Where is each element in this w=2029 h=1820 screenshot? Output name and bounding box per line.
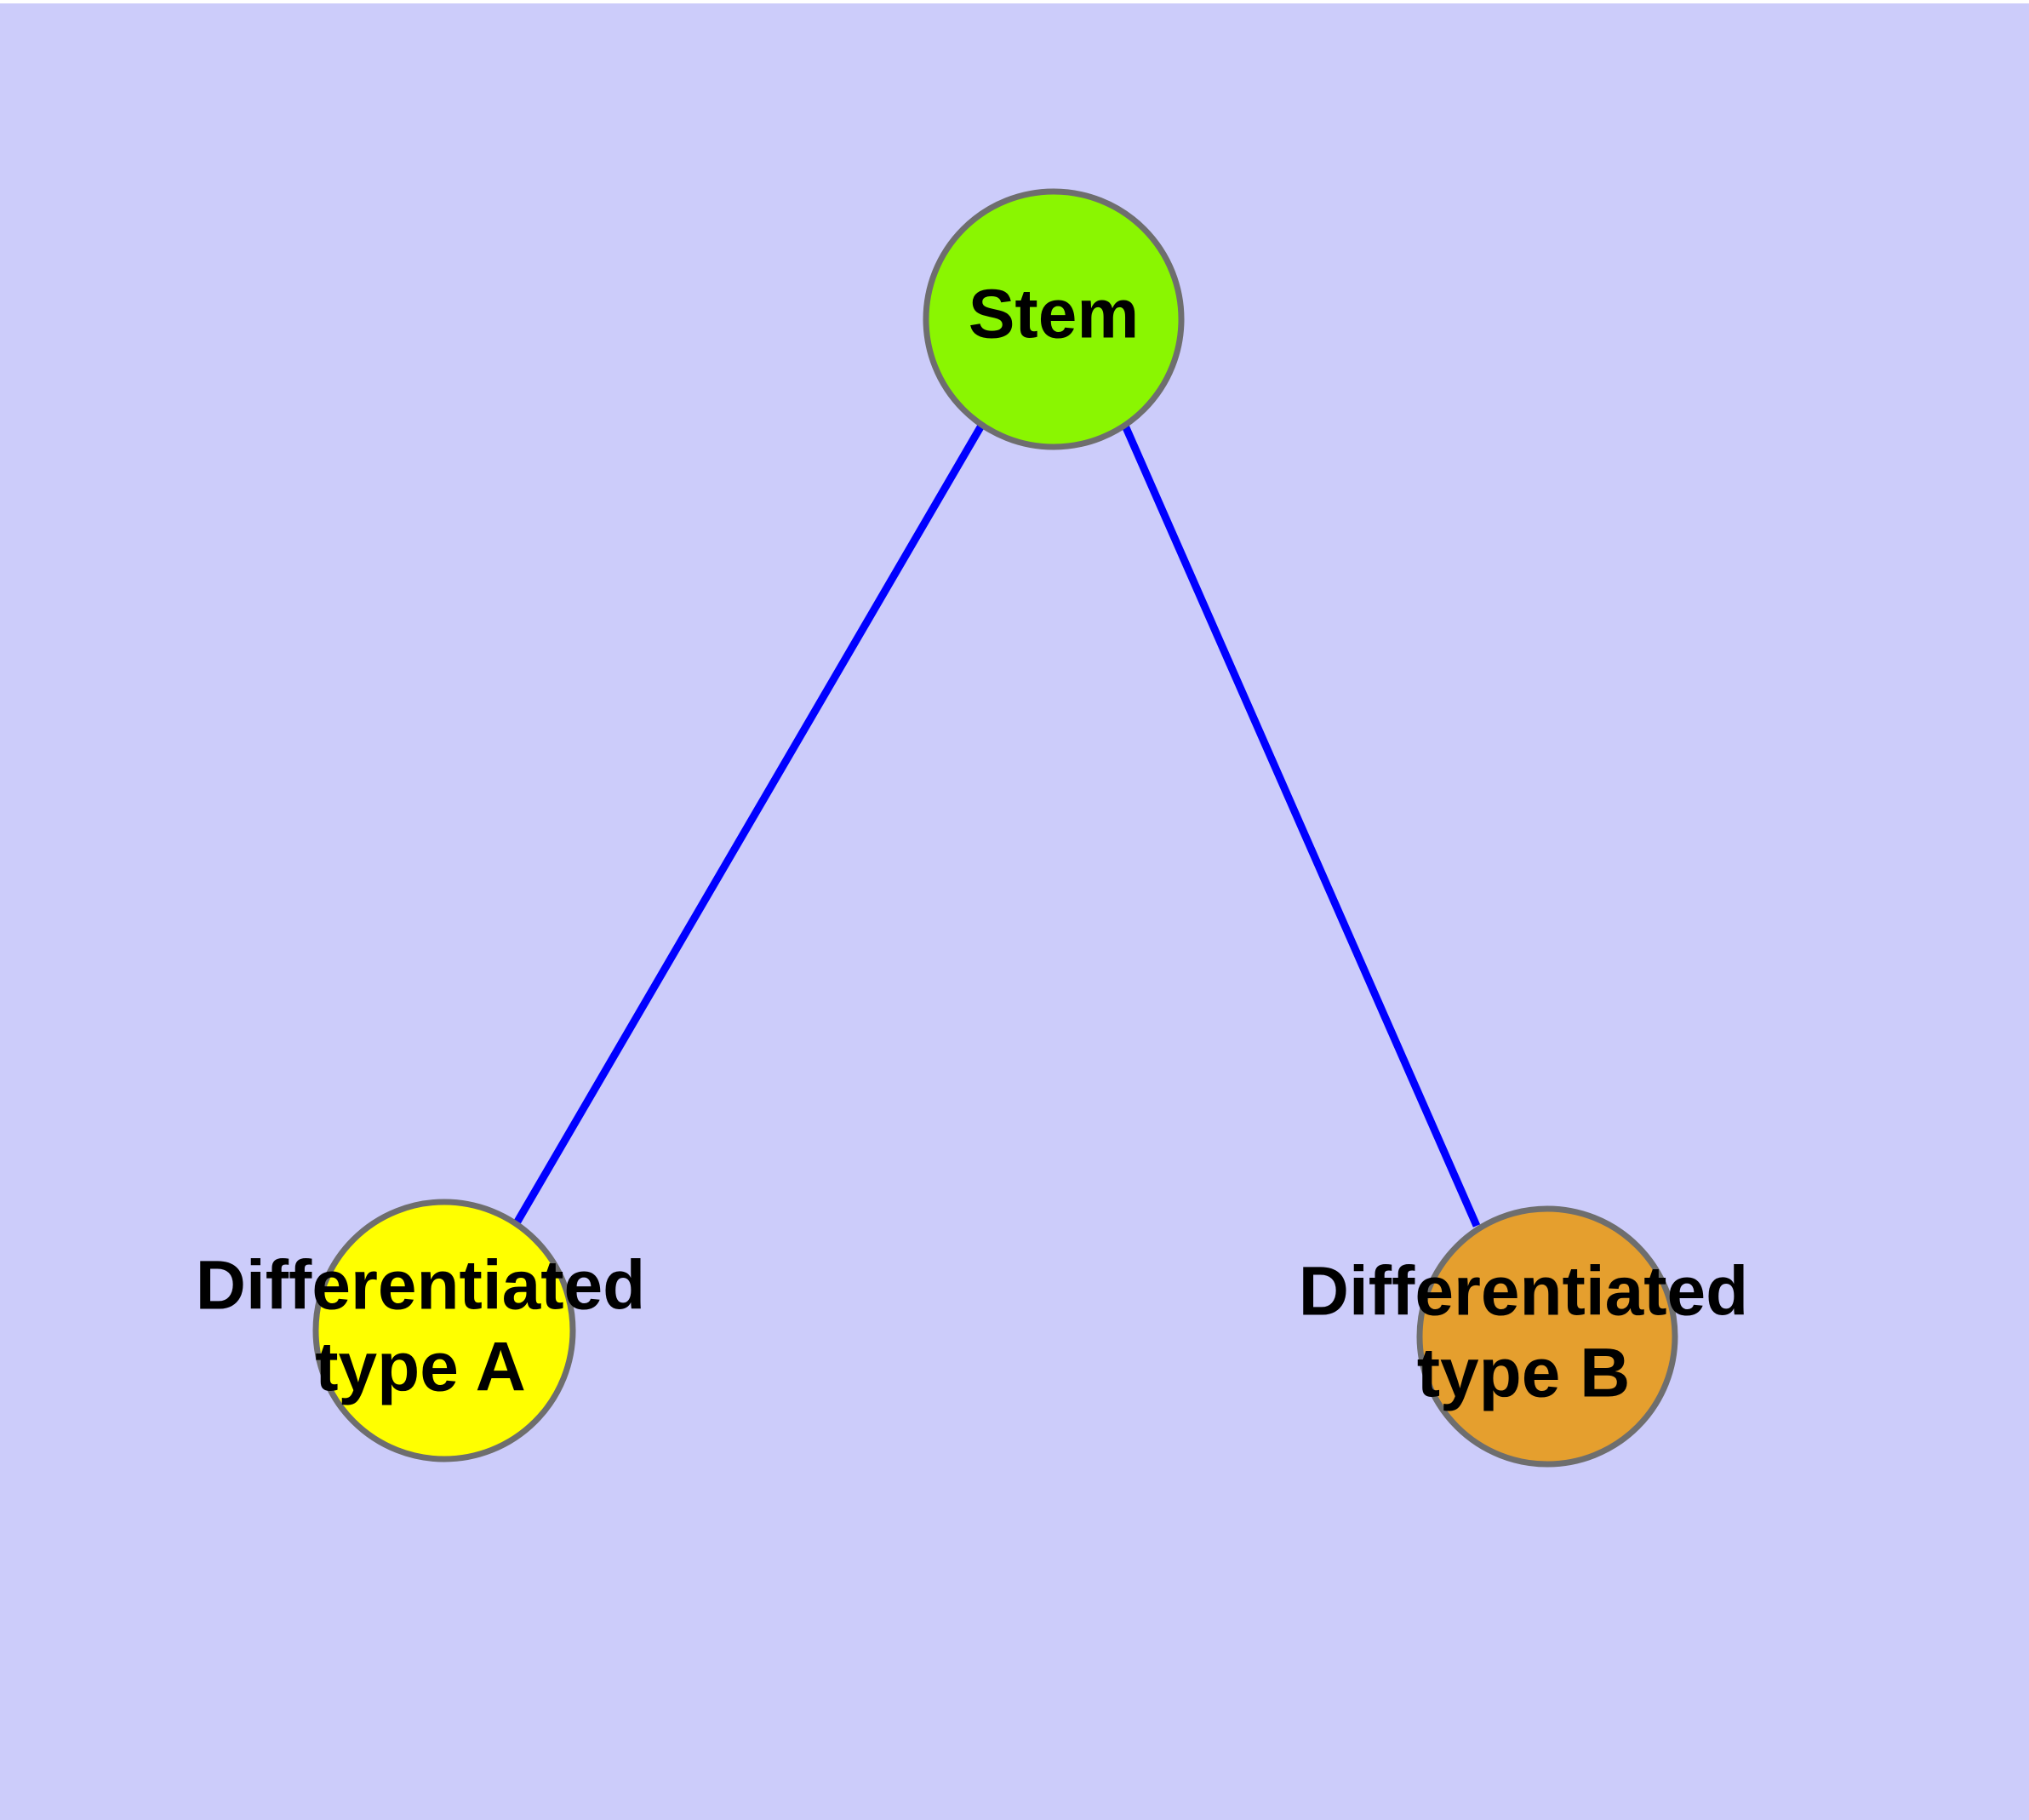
- edge-stem-to-diff-a[interactable]: [514, 423, 985, 1224]
- node-differentiated-type-b-circle[interactable]: [1416, 1205, 1678, 1468]
- node-differentiated-type-b[interactable]: Differentiated type B: [1299, 1205, 1749, 1468]
- node-stem-circle[interactable]: [923, 188, 1185, 450]
- edges-layer: [514, 423, 1481, 1228]
- node-differentiated-type-a[interactable]: Differentiated type A: [196, 1199, 646, 1462]
- edge-stem-to-diff-b[interactable]: [1121, 424, 1481, 1228]
- node-differentiated-type-a-circle[interactable]: [312, 1199, 576, 1462]
- node-stem-label: Stem: [969, 276, 1140, 353]
- node-differentiated-type-a-label-line1: Differentiated: [196, 1247, 646, 1325]
- nodes-layer: Stem Differentiated type A Differentiate…: [196, 188, 1749, 1468]
- node-differentiated-type-b-label-line1: Differentiated: [1299, 1253, 1749, 1331]
- node-stem[interactable]: Stem: [923, 188, 1185, 450]
- node-differentiated-type-b-label-line2: type B: [1417, 1335, 1631, 1412]
- node-differentiated-type-a-label-line2: type A: [315, 1329, 526, 1406]
